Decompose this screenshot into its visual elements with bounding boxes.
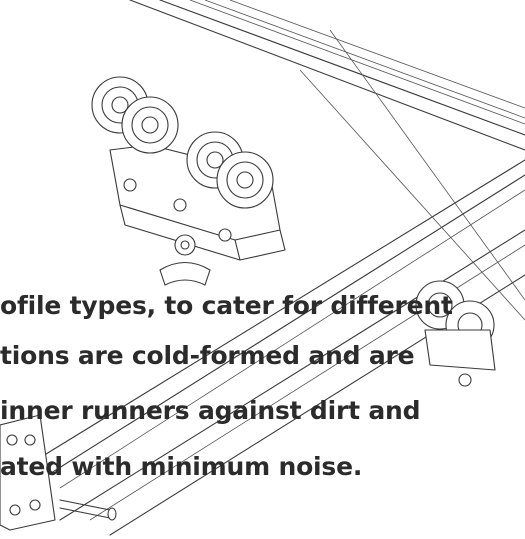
caption-line-2: tions are cold-formed and are (0, 341, 415, 370)
right-runner (415, 280, 496, 387)
hook-clip (159, 234, 211, 286)
caption-line-1: ofile types, to cater for different (0, 291, 453, 320)
upper-runner-carriage (91, 76, 286, 261)
end-bracket (0, 414, 117, 531)
caption-line-3: inner runners against dirt and (0, 396, 421, 425)
caption-line-4: ated with minimum noise. (0, 452, 363, 481)
upper-rail (129, 0, 525, 151)
